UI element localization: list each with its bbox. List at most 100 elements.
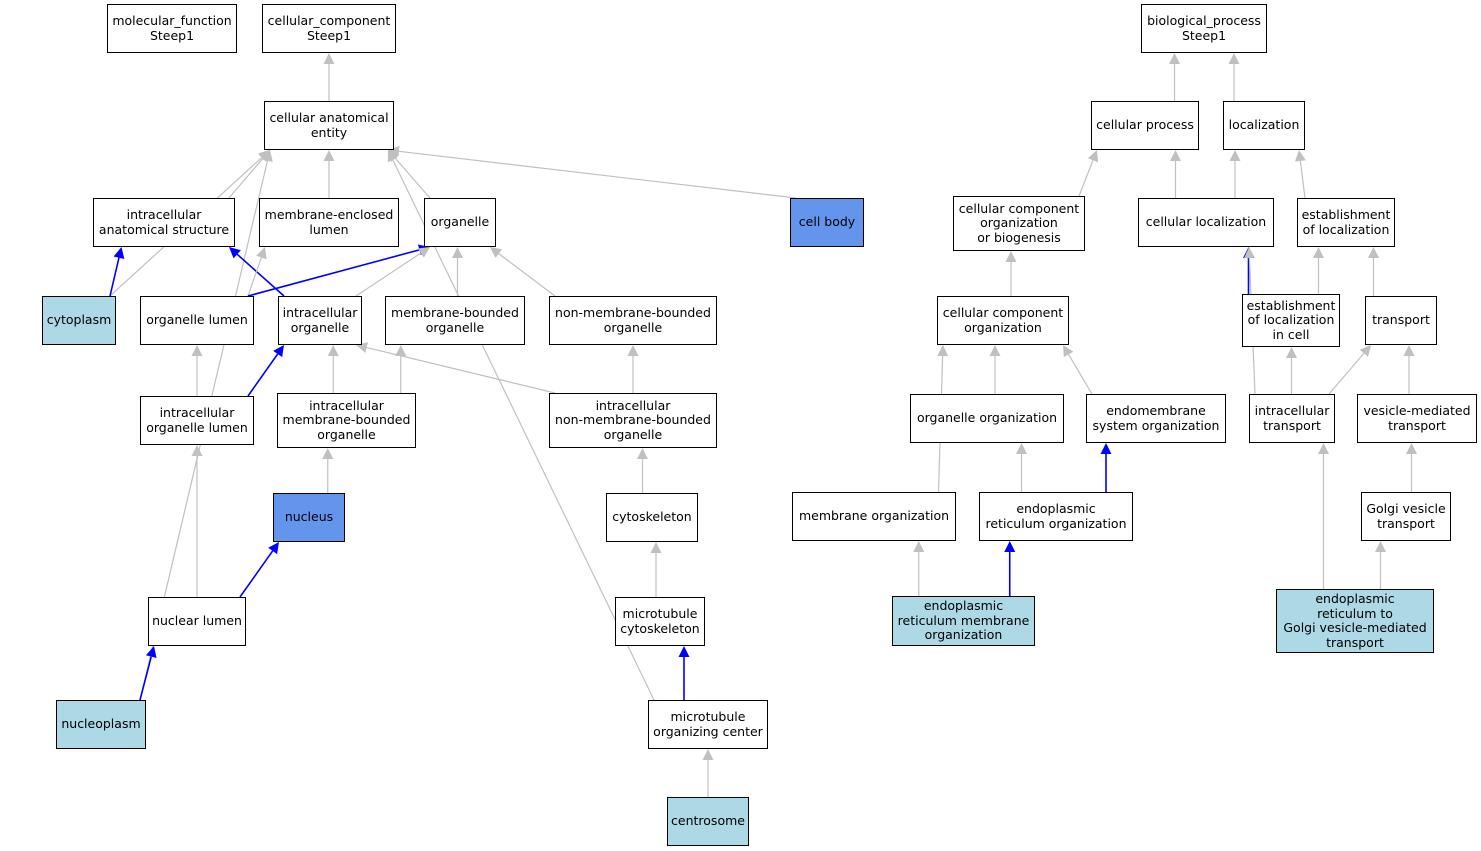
edge-arrowhead: [145, 646, 157, 659]
node-microtubule-organizing-center[interactable]: microtubule organizing center: [648, 700, 768, 749]
node-organelle-lumen[interactable]: organelle lumen: [140, 296, 254, 345]
edge-intracellular_organelle-to-organelle: [355, 252, 422, 297]
node-centrosome[interactable]: centrosome: [667, 797, 749, 846]
edge-arrowhead: [1016, 443, 1027, 454]
edge-arrowhead: [327, 345, 339, 356]
edge-arrowhead: [1313, 247, 1324, 258]
node-organelle[interactable]: organelle: [424, 198, 496, 247]
edge-arrowhead: [1004, 541, 1016, 552]
edge-arrowhead: [258, 150, 270, 162]
edge-arrowhead: [1087, 150, 1099, 163]
edge-arrowhead: [323, 53, 335, 64]
edge-arrowhead: [1368, 247, 1379, 258]
node-cytoplasm[interactable]: cytoplasm: [42, 296, 116, 345]
edge-intracellular_organelle_lumen-to-intracellular_organelle: [247, 353, 279, 397]
node-transport[interactable]: transport: [1365, 296, 1437, 345]
edge-arrowhead: [650, 542, 662, 553]
node-er-to-golgi-transport[interactable]: endoplasmic reticulum to Golgi vesicle-m…: [1276, 589, 1434, 653]
node-er-membrane-organization[interactable]: endoplasmic reticulum membrane organizat…: [892, 596, 1035, 646]
node-cellular-process[interactable]: cellular process: [1091, 101, 1199, 150]
edge-arrowhead: [678, 646, 690, 657]
edge-arrowhead: [388, 145, 400, 157]
node-nucleus[interactable]: nucleus: [273, 493, 345, 542]
edge-arrowhead: [702, 749, 714, 760]
node-intracellular-transport[interactable]: intracellular transport: [1249, 394, 1335, 443]
node-organelle-organization[interactable]: organelle organization: [910, 394, 1064, 443]
edge-microtubule_organizing_center-to-cellular_anatomical_entity: [392, 159, 655, 701]
edge-arrowhead: [627, 345, 639, 356]
edge-arrowhead: [256, 247, 267, 260]
edge-cytoplasm-to-intracellular_anatomical_structure: [109, 257, 120, 297]
edge-endomembrane_system_organization-to-cellular_component_organization: [1068, 354, 1093, 395]
edge-arrowhead: [1286, 347, 1297, 358]
node-cellular-anatomical-entity[interactable]: cellular anatomical entity: [264, 101, 394, 150]
node-localization[interactable]: localization: [1223, 101, 1305, 150]
edge-arrowhead: [1359, 345, 1371, 357]
node-intracellular-organelle-lumen[interactable]: intracellular organelle lumen: [140, 396, 254, 445]
edge-arrowhead: [989, 345, 1001, 356]
node-microtubule-cytoskeleton[interactable]: microtubule cytoskeleton: [615, 597, 705, 646]
edge-organelle_lumen-to-organelle: [247, 249, 420, 297]
node-nuclear-lumen[interactable]: nuclear lumen: [148, 597, 246, 646]
edge-arrowhead: [490, 247, 503, 259]
edge-arrowhead: [387, 150, 398, 163]
edge-arrowhead: [417, 247, 430, 258]
edge-arrowhead: [262, 150, 273, 162]
edge-arrowhead: [1228, 53, 1240, 64]
node-cellular-localization[interactable]: cellular localization: [1138, 198, 1274, 247]
edge-arrowhead: [1169, 53, 1180, 64]
node-membrane-enclosed-lumen[interactable]: membrane-enclosed lumen: [259, 198, 399, 247]
node-cellular-component-organization[interactable]: cellular component organization: [937, 296, 1069, 345]
node-non-membrane-bounded-organelle[interactable]: non-membrane-bounded organelle: [549, 296, 717, 345]
edge-arrowhead: [452, 247, 463, 258]
edge-intracellular_non_membrane_bounded_organelle-to-intracellular_organelle: [366, 346, 556, 394]
node-cellular-component-organization-or-biogenesis[interactable]: cellular component organization or bioge…: [953, 196, 1085, 251]
edge-arrowhead: [913, 541, 925, 552]
node-intracellular-membrane-bounded-organelle[interactable]: intracellular membrane-bounded organelle: [277, 393, 416, 448]
node-molecular-function[interactable]: molecular_function Steep1: [107, 4, 237, 53]
node-establishment-of-localization[interactable]: establishment of localization: [1297, 198, 1395, 247]
node-vesicle-mediated-transport[interactable]: vesicle-mediated transport: [1357, 394, 1477, 443]
node-membrane-bounded-organelle[interactable]: membrane-bounded organelle: [385, 296, 525, 345]
edge-arrowhead: [191, 345, 203, 356]
edge-non_membrane_bounded_organelle-to-organelle: [498, 253, 556, 297]
node-intracellular-organelle[interactable]: intracellular organelle: [278, 296, 362, 345]
edge-arrowhead: [1375, 541, 1386, 552]
edge-arrowhead: [1318, 443, 1329, 454]
node-cell-body[interactable]: cell body: [790, 198, 864, 247]
node-intracellular-anatomical-structure[interactable]: intracellular anatomical structure: [93, 198, 235, 247]
edge-nuclear_lumen-to-nucleus: [239, 550, 274, 598]
edge-arrowhead: [191, 445, 203, 456]
edge-arrowhead: [323, 150, 335, 161]
edge-arrowhead: [1229, 150, 1241, 161]
edge-intracellular_transport-to-transport: [1328, 352, 1365, 395]
node-membrane-organization[interactable]: membrane organization: [792, 492, 956, 541]
edge-organelle_lumen-to-membrane_enclosed_lumen: [247, 257, 262, 297]
node-golgi-vesicle-transport[interactable]: Golgi vesicle transport: [1361, 492, 1451, 541]
edge-arrowhead: [395, 345, 407, 356]
edge-arrowhead: [937, 345, 949, 357]
edge-arrowhead: [1403, 345, 1415, 356]
edge-organelle-to-cellular_anatomical_entity: [394, 157, 431, 199]
edge-arrowhead: [1005, 251, 1017, 262]
edge-arrowhead: [273, 345, 284, 358]
edge-arrowhead: [1063, 345, 1074, 358]
edge-arrowhead: [113, 247, 125, 259]
edge-establishment_of_localization-to-localization: [1299, 160, 1306, 199]
edge-cellular_component_organization_or_biogenesis-to-cellular_process: [1078, 160, 1094, 197]
node-cytoskeleton[interactable]: cytoskeleton: [606, 493, 698, 542]
edge-arrowhead: [1100, 443, 1112, 454]
edge-intracellular_anatomical_structure-to-cellular_anatomical_entity: [228, 157, 264, 199]
edge-arrowhead: [1294, 150, 1306, 162]
node-intracellular-non-membrane-bounded-organelle[interactable]: intracellular non-membrane-bounded organ…: [549, 393, 717, 448]
edge-arrowhead: [1243, 247, 1255, 259]
node-er-organization[interactable]: endoplasmic reticulum organization: [979, 492, 1133, 541]
node-nucleoplasm[interactable]: nucleoplasm: [56, 700, 146, 749]
node-endomembrane-system-organization[interactable]: endomembrane system organization: [1086, 394, 1226, 443]
edge-arrowhead: [1170, 150, 1181, 161]
node-biological-process[interactable]: biological_process Steep1: [1141, 4, 1267, 53]
edge-arrowhead: [229, 247, 241, 259]
edge-cell_body-to-cellular_anatomical_entity: [398, 150, 797, 199]
node-establishment-of-localization-in-cell[interactable]: establishment of localization in cell: [1242, 294, 1340, 347]
node-cellular-component[interactable]: cellular_component Steep1: [262, 4, 396, 53]
